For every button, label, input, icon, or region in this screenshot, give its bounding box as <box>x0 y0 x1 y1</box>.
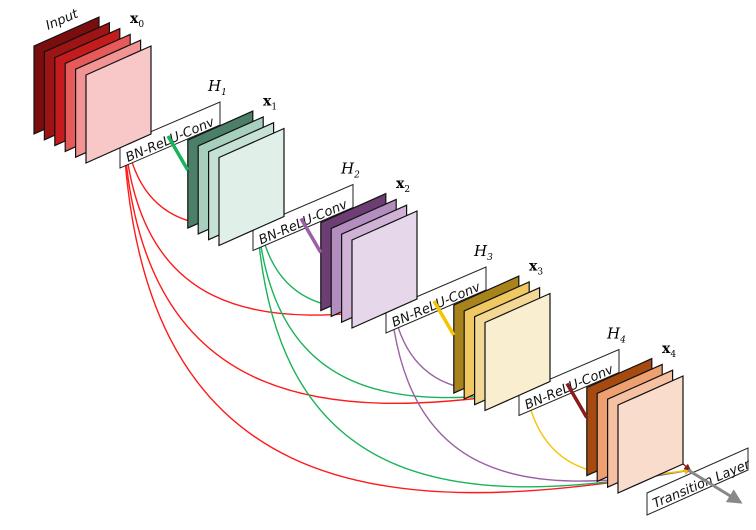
dense-connection-curve <box>254 185 692 488</box>
feature-map-plate <box>351 210 418 329</box>
stack-subscript: 0 <box>138 20 144 30</box>
layer-subscript: 4 <box>619 336 626 346</box>
feature-map-plate <box>85 45 152 164</box>
stack-label: x3 <box>529 259 543 278</box>
stack-subscript: 4 <box>670 350 676 360</box>
layer-output-connector <box>299 217 323 254</box>
stack-subscript: 3 <box>537 268 543 278</box>
stack-label: x1 <box>263 94 277 113</box>
feature-map-stack-2 <box>320 192 418 329</box>
layer-output-connector <box>432 300 456 336</box>
output-arrow <box>687 468 743 504</box>
box-outline <box>385 266 487 334</box>
feature-map-plate <box>218 127 285 247</box>
box-outline <box>119 101 221 169</box>
feature-map-stack-3 <box>453 275 551 412</box>
layer-output-connector <box>565 382 589 419</box>
layer-subscript: 3 <box>487 253 493 263</box>
layer-label: H1 <box>207 77 227 98</box>
feature-map-stack-4 <box>586 357 684 494</box>
layer-subscript: 1 <box>221 88 227 98</box>
feature-map-plate <box>484 292 551 412</box>
stack-label: x2 <box>396 176 410 195</box>
dense-connection-curve <box>121 102 692 494</box>
stack-subscript: 2 <box>404 185 410 195</box>
feature-map-stack-0 <box>33 16 152 164</box>
stack-label: x0 <box>130 11 144 30</box>
box-outline <box>252 183 354 252</box>
feature-map-plate <box>617 375 684 494</box>
stack-label: x4 <box>662 341 676 360</box>
layer-subscript: 2 <box>353 171 360 181</box>
dense-connection-curve <box>121 102 561 405</box>
layer-label: H4 <box>606 325 626 346</box>
layer-label: H2 <box>340 160 360 181</box>
stack-subscript: 1 <box>271 103 277 113</box>
box-outline <box>518 348 620 417</box>
layer-output-connector <box>166 135 190 171</box>
feature-map-stack-1 <box>187 110 285 247</box>
layer-label: H3 <box>473 242 493 263</box>
